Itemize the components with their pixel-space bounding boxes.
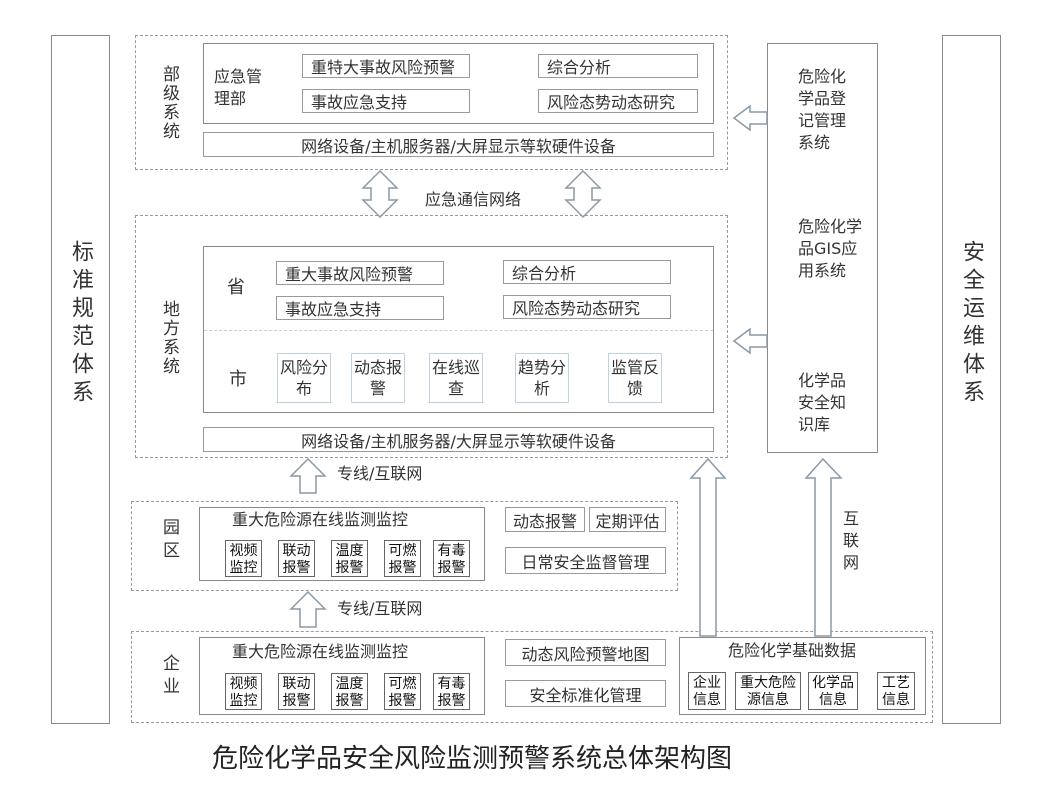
park-monitor-item: 可燃报警 <box>384 540 421 577</box>
standards-pillar-label: 标准规范体系 <box>68 240 93 408</box>
chemical-system-item: 危险化学品GIS应用系统 <box>798 217 863 280</box>
basic-data-item: 化学品信息 <box>808 672 858 710</box>
double-arrow-left <box>361 169 399 219</box>
province-item: 综合分析 <box>503 260 671 284</box>
operations-pillar-label: 安全运维体系 <box>959 240 984 408</box>
city-item: 风险分布 <box>277 353 331 403</box>
enterprise-monitor-item: 视频监控 <box>225 673 262 710</box>
park-system <box>131 501 678 591</box>
enterprise-monitor-item: 温度报警 <box>331 673 368 710</box>
up-arrow-enterprise-to-local <box>689 457 727 637</box>
double-arrow-right <box>564 169 602 219</box>
ministry-item: 事故应急支持 <box>302 89 470 113</box>
park-monitor-item: 联动报警 <box>278 540 315 577</box>
local-hardware: 网络设备/主机服务器/大屏显示等软硬件设备 <box>203 427 714 452</box>
operations-pillar <box>942 35 1001 724</box>
province-item: 事故应急支持 <box>276 296 444 320</box>
enterprise-monitor-item: 可燃报警 <box>384 673 421 710</box>
city-label: 市 <box>229 369 247 390</box>
city-item: 在线巡查 <box>429 353 483 403</box>
province-item: 重大事故风险预警 <box>276 261 444 285</box>
ministry-hardware: 网络设备/主机服务器/大屏显示等软硬件设备 <box>203 132 714 157</box>
province-city-divider <box>204 330 713 331</box>
enterprise-monitor-title: 重大危险源在线监测监控 <box>232 642 409 661</box>
up-arrow-enterprise-to-park <box>289 590 327 628</box>
basic-data-item: 企业信息 <box>688 672 726 710</box>
standards-pillar <box>51 35 110 724</box>
enterprise-system <box>131 631 933 723</box>
basic-data-item: 工艺信息 <box>877 672 915 710</box>
enterprise-monitor-item: 有毒报警 <box>433 673 470 710</box>
ministry-system <box>135 35 728 170</box>
enterprise-monitor-item: 联动报警 <box>278 673 315 710</box>
park-side-item: 定期评估 <box>589 507 666 532</box>
enterprise-label: 企业 <box>159 654 179 700</box>
province-label: 省 <box>227 277 245 298</box>
basic-data-title: 危险化学基础数据 <box>728 641 857 660</box>
enterprise-mid-item: 安全标准化管理 <box>505 680 666 707</box>
ministry-label: 部级系统 <box>159 65 179 141</box>
park-monitor-item: 视频监控 <box>225 540 262 577</box>
ministry-item: 风险态势动态研究 <box>538 89 698 113</box>
park-monitor-item: 有毒报警 <box>433 540 470 577</box>
up-arrow-internet <box>804 457 843 637</box>
ministry-item: 综合分析 <box>538 54 698 78</box>
enterprise-mid-item: 动态风险预警地图 <box>505 639 666 666</box>
chemical-systems-panel <box>767 43 878 453</box>
park-side-item: 日常安全监督管理 <box>505 547 666 574</box>
province-item: 风险态势动态研究 <box>503 295 671 319</box>
left-arrow-lower <box>732 327 768 355</box>
chemical-system-item: 化学品安全知识库 <box>798 371 847 434</box>
city-item: 趋势分析 <box>515 353 569 403</box>
park-monitor-item: 温度报警 <box>331 540 368 577</box>
city-item: 监管反馈 <box>608 353 662 403</box>
local-label: 地方系统 <box>159 300 179 376</box>
comm-network-label: 应急通信网络 <box>425 190 522 209</box>
internet-label: 互联网 <box>843 509 860 572</box>
ministry-item: 重特大事故风险预警 <box>302 54 470 78</box>
left-arrow-upper <box>732 104 768 132</box>
diagram-caption: 危险化学品安全风险监测预警系统总体架构图 <box>212 744 733 774</box>
city-item: 动态报警 <box>351 353 405 403</box>
dedicated-line-label-upper: 专线/互联网 <box>337 464 423 483</box>
local-system <box>135 215 728 458</box>
dedicated-line-label-lower: 专线/互联网 <box>337 599 423 618</box>
park-label: 园区 <box>159 518 179 564</box>
basic-data-item: 重大危险源信息 <box>735 672 801 710</box>
park-side-item: 动态报警 <box>505 507 585 532</box>
chemical-system-item: 危险化学品登记管理系统 <box>798 67 847 152</box>
park-monitor-title: 重大危险源在线监测监控 <box>232 510 409 529</box>
ministry-dept: 应急管理部 <box>214 67 263 108</box>
up-arrow-park-to-local <box>289 457 327 494</box>
